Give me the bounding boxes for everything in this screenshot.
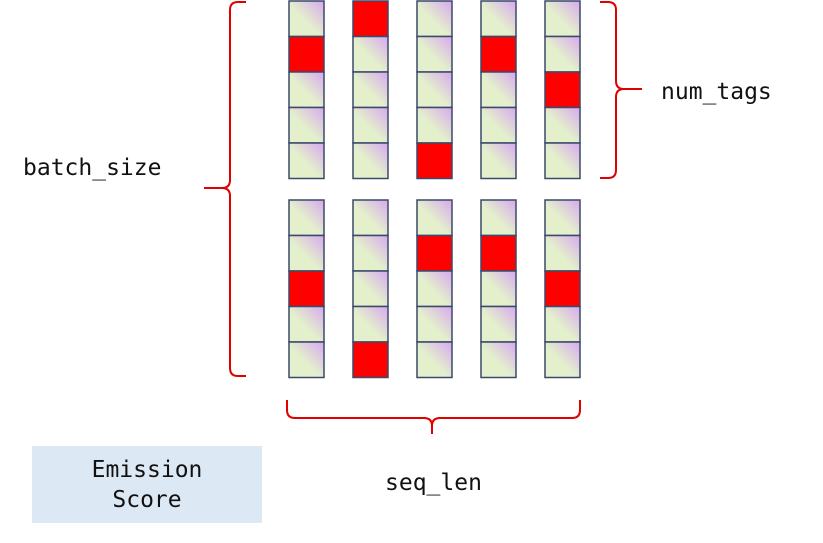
caption-line-1: Emission xyxy=(91,456,203,483)
tensor-cell xyxy=(288,106,325,144)
highlighted-cell xyxy=(416,234,453,272)
tensor-cell xyxy=(288,0,325,38)
tensor-cell xyxy=(480,142,517,180)
tensor-cell xyxy=(288,71,325,109)
highlighted-cell xyxy=(352,0,389,38)
tensor-cell xyxy=(288,199,325,237)
tensor-cell xyxy=(352,199,389,237)
tensor-cell xyxy=(480,305,517,343)
caption-line-2: Score xyxy=(112,486,182,513)
tensor-cell xyxy=(480,341,517,379)
tensor-cell xyxy=(352,305,389,343)
tensor-cell xyxy=(416,35,453,73)
tensor-cell xyxy=(480,106,517,144)
tensor-cell xyxy=(352,106,389,144)
tensor-cell xyxy=(544,35,581,73)
tensor-cell xyxy=(416,270,453,308)
tensor-cell xyxy=(544,142,581,180)
seq-len-brace xyxy=(286,400,581,434)
tensor-cell xyxy=(416,341,453,379)
batch-size-label: batch_size xyxy=(23,155,162,181)
seq-len-label: seq_len xyxy=(385,470,482,496)
tensor-cell xyxy=(352,142,389,180)
highlighted-cell xyxy=(352,341,389,379)
highlighted-cell xyxy=(544,71,581,109)
tensor-cell xyxy=(544,305,581,343)
tensor-cell xyxy=(480,270,517,308)
tensor-cell xyxy=(480,199,517,237)
tensor-cell xyxy=(352,270,389,308)
tensor-cell xyxy=(416,305,453,343)
highlighted-cell xyxy=(480,35,517,73)
num-tags-brace xyxy=(600,1,642,179)
highlighted-cell xyxy=(288,270,325,308)
cell-group xyxy=(288,0,581,379)
highlighted-cell xyxy=(416,142,453,180)
highlighted-cell xyxy=(544,270,581,308)
caption-box: Emission Score xyxy=(32,446,262,523)
tensor-cell xyxy=(288,142,325,180)
batch-size-brace xyxy=(204,1,246,377)
tensor-cell xyxy=(544,199,581,237)
tensor-cell xyxy=(288,305,325,343)
tensor-cell xyxy=(544,106,581,144)
tensor-cell xyxy=(480,0,517,38)
tensor-cell xyxy=(416,199,453,237)
highlighted-cell xyxy=(288,35,325,73)
tensor-cell xyxy=(544,0,581,38)
tensor-cell xyxy=(416,106,453,144)
highlighted-cell xyxy=(480,234,517,272)
tensor-cell xyxy=(544,234,581,272)
tensor-cell xyxy=(544,341,581,379)
tensor-cell xyxy=(416,71,453,109)
tensor-cell xyxy=(352,234,389,272)
tensor-cell xyxy=(288,341,325,379)
tensor-cell xyxy=(288,234,325,272)
num-tags-label: num_tags xyxy=(661,79,772,105)
tensor-cell xyxy=(352,35,389,73)
tensor-cell xyxy=(352,71,389,109)
tensor-cell xyxy=(480,71,517,109)
tensor-cell xyxy=(416,0,453,38)
